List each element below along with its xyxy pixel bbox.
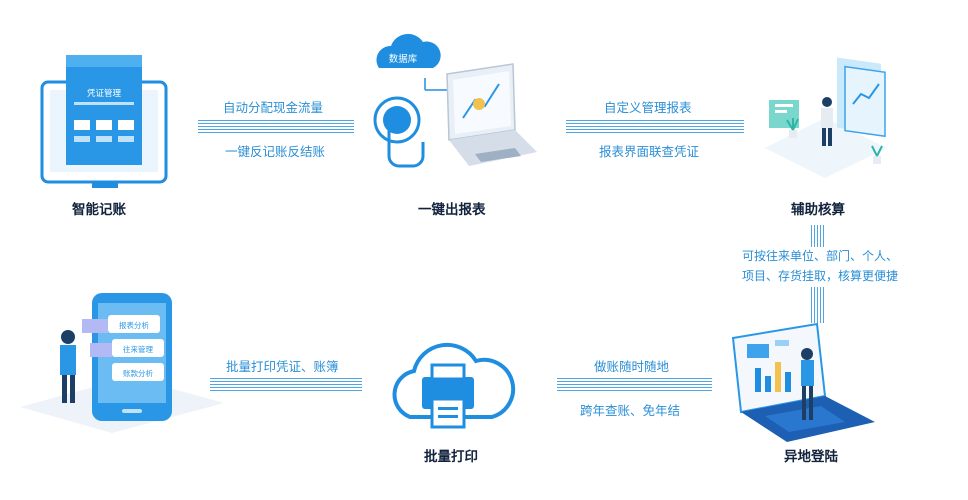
connector2-lines bbox=[566, 120, 744, 135]
connector2-top-label: 自定义管理报表 bbox=[604, 100, 692, 115]
connector3-bottom-lines bbox=[811, 287, 824, 323]
connector3-text: 可按往来单位、部门、个人、 项目、存货挂取，核算更便捷 bbox=[742, 246, 898, 286]
node-title-smart-bookkeeping: 智能记账 bbox=[72, 202, 126, 218]
voucher-management-text: 凭证管理 bbox=[87, 88, 122, 99]
connector3-top-lines bbox=[811, 225, 824, 247]
connector3-line1: 可按往来单位、部门、个人、 bbox=[742, 249, 899, 263]
connector2-bottom-label: 报表界面联查凭证 bbox=[599, 144, 700, 159]
connector1-bottom-label: 一键反记账反结账 bbox=[225, 144, 326, 159]
connector4-lines bbox=[557, 378, 712, 393]
phone-item-3-text: 账款分析 bbox=[123, 368, 153, 378]
connector3-line2: 项目、存货挂取，核算更便捷 bbox=[742, 269, 899, 283]
connector4-bottom-label: 跨年查账、免年结 bbox=[580, 403, 681, 418]
phone-item-1-text: 报表分析 bbox=[119, 320, 149, 330]
remote-login-illustration bbox=[731, 322, 875, 442]
connector5-lines bbox=[210, 378, 362, 393]
cloud-printer-illustration bbox=[392, 342, 516, 429]
phone-illustration: 报表分析 往来管理 账款分析 bbox=[20, 293, 224, 433]
node-title-auxiliary-accounting: 辅助核算 bbox=[791, 202, 845, 218]
monitor-illustration: 凭证管理 bbox=[40, 55, 168, 188]
connector5-top-label: 批量打印凭证、账簿 bbox=[226, 359, 339, 374]
node-title-one-click-report: 一键出报表 bbox=[418, 202, 486, 218]
connector1-top-label: 自动分配现金流量 bbox=[223, 100, 324, 115]
connector1-lines bbox=[198, 120, 354, 135]
connector4-top-label: 做账随时随地 bbox=[594, 359, 670, 374]
auxiliary-accounting-illustration bbox=[765, 57, 887, 178]
node-title-batch-print: 批量打印 bbox=[424, 449, 478, 465]
phone-item-2-text: 往来管理 bbox=[123, 344, 153, 354]
database-text: 数据库 bbox=[389, 53, 418, 65]
laptop-report-illustration: 数据库 bbox=[373, 33, 537, 168]
node-title-remote-login: 异地登陆 bbox=[784, 449, 838, 465]
